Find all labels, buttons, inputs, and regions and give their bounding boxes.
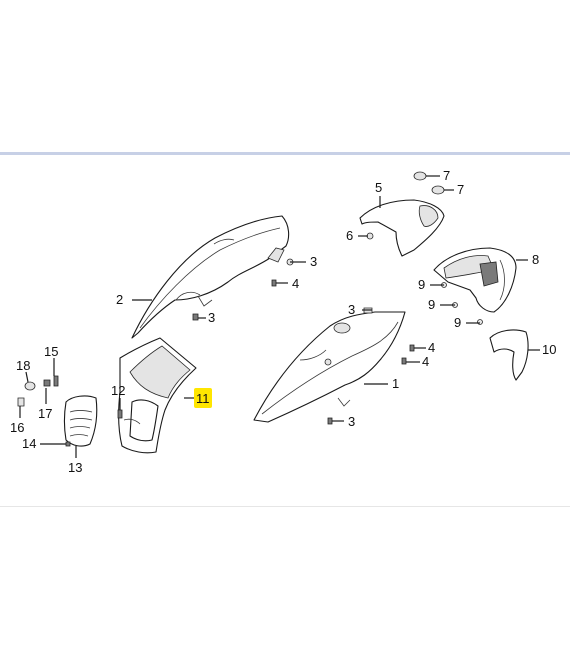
callout-3: 3	[208, 310, 215, 325]
leader-lines	[19, 175, 540, 458]
callout-5: 5	[375, 180, 382, 195]
frame-bottom-border	[0, 506, 570, 507]
callout-9: 9	[428, 297, 435, 312]
part-10-rear-bracket	[489, 329, 529, 381]
callout-3: 3	[310, 254, 317, 269]
callout-4: 4	[422, 354, 429, 369]
callout-labels: 1 2 3 3 3 3 4 4 4 5 6 7 7 8 9 9 9 10 11 …	[10, 168, 556, 475]
part-2-left-side-cover	[131, 215, 290, 339]
callout-13: 13	[68, 460, 82, 475]
callout-1: 1	[392, 376, 399, 391]
part-11-front-inner-cover	[118, 337, 197, 454]
frame-top-border	[0, 152, 570, 155]
callout-4: 4	[428, 340, 435, 355]
callout-18: 18	[16, 358, 30, 373]
fasteners	[17, 171, 483, 447]
part-8-tail-light-cover	[433, 247, 517, 313]
callout-11: 11	[196, 391, 210, 406]
callout-7: 7	[457, 182, 464, 197]
callout-8: 8	[532, 252, 539, 267]
callout-11-highlight	[194, 388, 212, 408]
part-13-grille-cover	[63, 395, 98, 447]
part-5-rear-carrier	[359, 199, 445, 257]
callout-9: 9	[418, 277, 425, 292]
callout-7: 7	[443, 168, 450, 183]
callout-4: 4	[292, 276, 299, 291]
callout-15: 15	[44, 344, 58, 359]
callout-12: 12	[111, 383, 125, 398]
callout-2: 2	[116, 292, 123, 307]
callout-3: 3	[348, 302, 355, 317]
callout-14: 14	[22, 436, 36, 451]
part-1-right-side-cover	[253, 311, 406, 423]
callout-17: 17	[38, 406, 52, 421]
callout-16: 16	[10, 420, 24, 435]
callout-9: 9	[454, 315, 461, 330]
callout-6: 6	[346, 228, 353, 243]
callout-10: 10	[542, 342, 556, 357]
callout-3: 3	[348, 414, 355, 429]
